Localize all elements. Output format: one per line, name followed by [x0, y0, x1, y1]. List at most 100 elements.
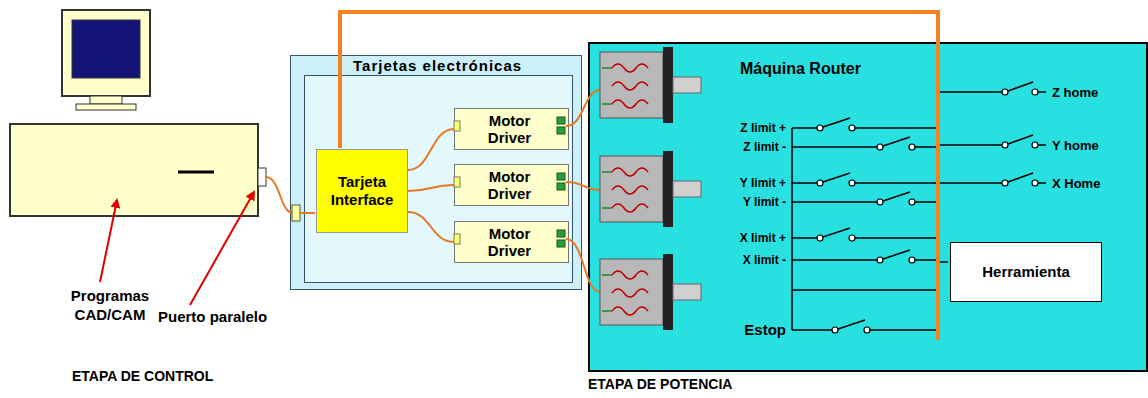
switch-contact — [909, 144, 915, 150]
stepper-motor — [673, 284, 701, 300]
switch-wiring — [883, 250, 910, 259]
switch-contact — [1032, 142, 1038, 148]
switch-contact — [849, 235, 855, 241]
switch-label: Z limit - — [716, 140, 786, 154]
driver-connectors — [557, 173, 565, 180]
switch-wiring — [792, 237, 817, 239]
motor-driver: Motor Driver — [454, 108, 569, 150]
switch-wiring — [791, 128, 793, 330]
box-text: Motor Driver — [471, 112, 549, 146]
switch-label: Z home — [1052, 85, 1098, 100]
switch-contact — [817, 89, 1038, 333]
motor-wire — [566, 239, 600, 292]
switch-wiring — [1008, 173, 1033, 182]
pointer-label: Programas CAD/CAM — [62, 286, 158, 324]
driver-connectors — [557, 183, 565, 190]
switch-wiring — [1008, 135, 1033, 144]
stepper-motor — [663, 47, 673, 123]
stepper-motor — [602, 274, 612, 276]
stage-label: ETAPA DE CONTROL — [72, 368, 213, 384]
switch-wiring — [870, 329, 938, 331]
pointer-arrow — [100, 200, 117, 282]
motor-wire — [566, 90, 600, 292]
stepper-motor — [602, 171, 612, 173]
switch-contact — [849, 125, 855, 131]
switch-label: Y limit + — [716, 176, 786, 190]
switch-label: X Home — [1052, 176, 1100, 191]
switch-wiring — [883, 137, 910, 146]
driver-connectors — [454, 177, 460, 187]
switch-wiring — [792, 182, 817, 184]
driver-connectors — [557, 117, 565, 124]
pointer-arrow — [190, 192, 254, 305]
switch-contact — [817, 235, 823, 241]
stepper-motor — [673, 181, 701, 197]
switch-wiring — [883, 192, 910, 201]
stepper-motor — [612, 100, 648, 108]
stepper-motor — [663, 254, 673, 330]
switch-wiring — [792, 82, 1046, 340]
interface-card: Tarjeta Interface — [316, 149, 408, 233]
box-text: Tarjeta Interface — [320, 173, 404, 209]
motor-wire — [566, 90, 600, 126]
cpu-case — [10, 124, 258, 216]
switch-wiring — [838, 320, 865, 329]
stepper-motor — [612, 289, 648, 297]
parallel-cable — [266, 177, 293, 213]
stepper-motor — [600, 156, 663, 222]
driver-connectors — [557, 127, 565, 134]
switch-label: Y limit - — [716, 195, 786, 209]
driver-connectors — [557, 230, 565, 237]
screen — [72, 20, 140, 78]
signal-wire — [408, 129, 454, 170]
switch-wiring — [1008, 82, 1033, 91]
control-cable — [340, 12, 938, 340]
switch-wiring — [792, 127, 817, 129]
stepper-motor — [602, 207, 612, 209]
switch-wiring — [938, 182, 1002, 184]
switch-contact — [817, 180, 823, 186]
switch-wiring — [792, 329, 832, 331]
switch-wiring — [855, 237, 938, 239]
motor-wire — [566, 182, 600, 190]
switch-wiring — [792, 289, 938, 291]
switch-wiring — [823, 228, 850, 237]
stepper-motor — [612, 271, 648, 279]
switch-wiring — [915, 146, 938, 148]
switch-contact — [877, 257, 883, 263]
switch-contact — [909, 257, 915, 263]
box-heading: Tarjetas electrónicas — [353, 57, 522, 74]
motor-driver: Motor Driver — [454, 164, 569, 206]
driver-connectors — [454, 117, 565, 247]
switch-label: X limit - — [716, 253, 786, 267]
stage-label: ETAPA DE POTENCIA — [588, 376, 732, 392]
switch-wiring — [915, 201, 938, 203]
switch-contact — [1032, 89, 1038, 95]
box-text: Motor Driver — [471, 225, 549, 259]
switch-wiring — [1038, 182, 1046, 184]
box-heading: Máquina Router — [740, 60, 861, 78]
switch-wiring — [1038, 144, 1046, 146]
switch-contact — [909, 199, 915, 205]
switch-label: Y home — [1052, 138, 1099, 153]
monitor — [62, 10, 150, 96]
stepper-motor — [600, 254, 701, 330]
switch-contact — [877, 144, 883, 150]
stepper-motor — [612, 307, 648, 315]
stepper-motor — [602, 67, 612, 69]
driver-connectors — [557, 240, 565, 247]
stepper-motor — [600, 47, 701, 123]
switch-wiring — [855, 182, 938, 184]
switch-contact — [864, 327, 870, 333]
tool-box: Herramienta — [950, 242, 1102, 302]
switch-wiring — [823, 118, 850, 127]
stepper-motor — [602, 310, 612, 312]
signal-wire — [408, 212, 454, 242]
stepper-motor — [600, 259, 663, 325]
switch-contact — [817, 125, 823, 131]
switch-contact — [1002, 89, 1008, 95]
box-text: Herramienta — [982, 263, 1070, 281]
